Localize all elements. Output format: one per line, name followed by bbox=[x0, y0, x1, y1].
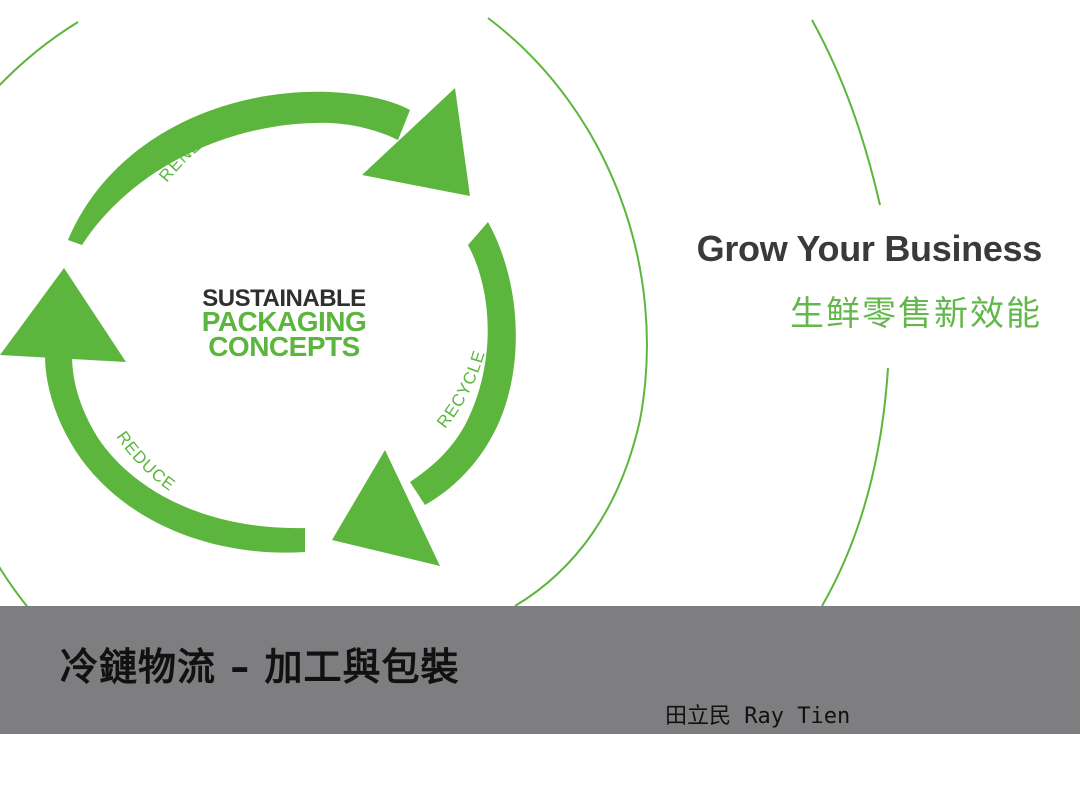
footer-author: 田立民 Ray Tien bbox=[665, 704, 851, 729]
reduce-arrow-body bbox=[45, 355, 305, 553]
logo-line-packaging: PACKAGING bbox=[202, 306, 367, 337]
decor-circle-right-lower bbox=[821, 367, 889, 607]
footer-band: 冷鏈物流 – 加工與包裝 田立民 Ray Tien bbox=[0, 606, 1080, 734]
decor-circle-middle bbox=[487, 17, 648, 607]
recycle-arrow-body bbox=[410, 222, 516, 505]
decor-circle-right-upper bbox=[811, 19, 881, 206]
renew-arrow-body bbox=[68, 91, 410, 245]
recycle-arrow-head bbox=[332, 450, 440, 566]
headline: Grow Your Business bbox=[696, 228, 1043, 269]
renew-arrow-head bbox=[362, 88, 470, 196]
subheadline: 生鲜零售新效能 bbox=[790, 294, 1042, 334]
decor-circle-left-lower bbox=[0, 566, 31, 611]
logo-line-sustainable: SUSTAINABLE bbox=[202, 285, 366, 312]
footer-title: 冷鏈物流 – 加工與包裝 bbox=[60, 645, 460, 689]
reduce-arrow-head bbox=[0, 268, 126, 362]
decor-circle-left bbox=[0, 21, 79, 87]
logo-line-concepts: CONCEPTS bbox=[208, 331, 360, 362]
